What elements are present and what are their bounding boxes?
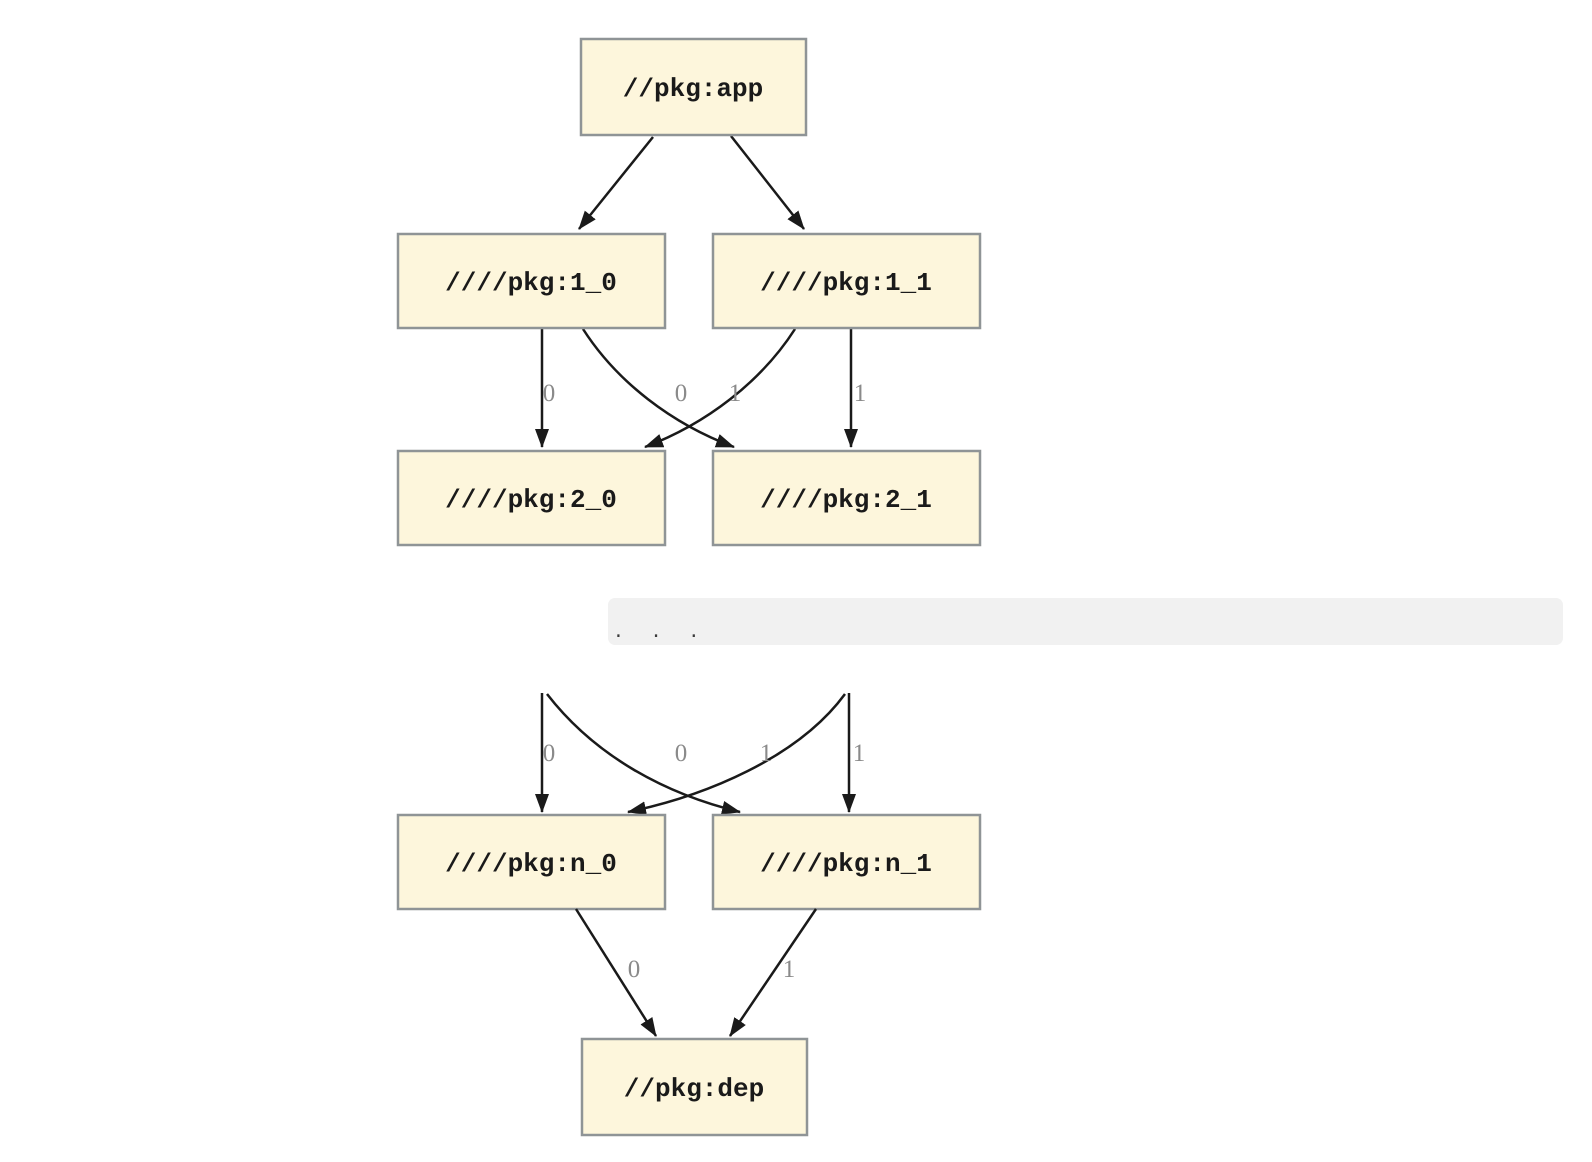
node-pkg-1_0-label: ////pkg:1_0 xyxy=(445,268,617,298)
node-pkg-n_1: ////pkg:n_1 xyxy=(711,813,982,911)
edge-label-n_0-to-dep: 0 xyxy=(628,956,641,983)
node-pkg-2_0: ////pkg:2_0 xyxy=(396,449,667,547)
edge-hidden-left-to-n_1 xyxy=(546,693,741,815)
node-pkg-n_0-label: ////pkg:n_0 xyxy=(445,849,617,879)
edge-label-n_1-to-dep: 1 xyxy=(783,956,796,983)
node-pkg-n_1-box xyxy=(711,813,982,911)
node-pkg-n_1-label: ////pkg:n_1 xyxy=(760,849,932,879)
ellipsis-separator-text: . . . xyxy=(613,621,707,642)
edge-label-cross-to-n_0: 0 xyxy=(675,740,688,767)
node-pkg-app-box xyxy=(579,37,808,137)
ellipsis-separator-band xyxy=(608,598,1563,645)
edge-label-1_1-to-2_0: 0 xyxy=(675,380,688,407)
upper-dependency-graph: 0 0 1 1 //pkg:app ////pkg:1_0 ////pkg:1_… xyxy=(396,37,982,547)
edge-label-1_1-to-2_1: 1 xyxy=(854,380,867,407)
lower-dependency-graph: 0 0 1 1 ////pkg:n_0 ////pkg:n_1 0 1 / xyxy=(396,693,982,1137)
node-pkg-dep-label: //pkg:dep xyxy=(624,1074,764,1104)
edge-n_1-to-dep xyxy=(728,908,818,1037)
edge-app-to-1_0 xyxy=(578,136,654,230)
node-pkg-1_1-label: ////pkg:1_1 xyxy=(760,268,932,298)
node-pkg-n_0: ////pkg:n_0 xyxy=(396,813,667,911)
edge-label-1_0-to-2_1: 1 xyxy=(729,380,742,407)
node-pkg-1_1-box xyxy=(711,232,982,330)
node-pkg-app-label: //pkg:app xyxy=(623,74,763,104)
node-pkg-2_0-label: ////pkg:2_0 xyxy=(445,485,617,515)
node-pkg-dep-box xyxy=(580,1037,809,1137)
node-pkg-1_1: ////pkg:1_1 xyxy=(711,232,982,330)
node-pkg-app: //pkg:app xyxy=(579,37,808,137)
edge-label-cross-to-n_1: 1 xyxy=(760,740,773,767)
node-pkg-2_1: ////pkg:2_1 xyxy=(711,449,982,547)
edge-1_1-to-2_0 xyxy=(644,328,797,449)
node-pkg-n_0-box xyxy=(396,813,667,911)
edge-label-1_0-to-2_0: 0 xyxy=(543,380,556,407)
edge-label-hidden-to-n_1: 1 xyxy=(853,740,866,767)
edge-hidden-right-to-n_0 xyxy=(627,693,847,816)
edge-n_0-to-dep xyxy=(574,908,658,1037)
ellipsis-separator: . . . xyxy=(608,598,1563,645)
node-pkg-1_0-box xyxy=(396,232,667,330)
edge-label-hidden-to-n_0: 0 xyxy=(543,740,556,767)
node-pkg-dep: //pkg:dep xyxy=(580,1037,809,1137)
node-pkg-2_1-box xyxy=(711,449,982,547)
node-pkg-1_0: ////pkg:1_0 xyxy=(396,232,667,330)
edge-1_0-to-2_1 xyxy=(581,328,735,449)
node-pkg-2_0-box xyxy=(396,449,667,547)
edge-app-to-1_1 xyxy=(730,135,805,230)
node-pkg-2_1-label: ////pkg:2_1 xyxy=(760,485,932,515)
